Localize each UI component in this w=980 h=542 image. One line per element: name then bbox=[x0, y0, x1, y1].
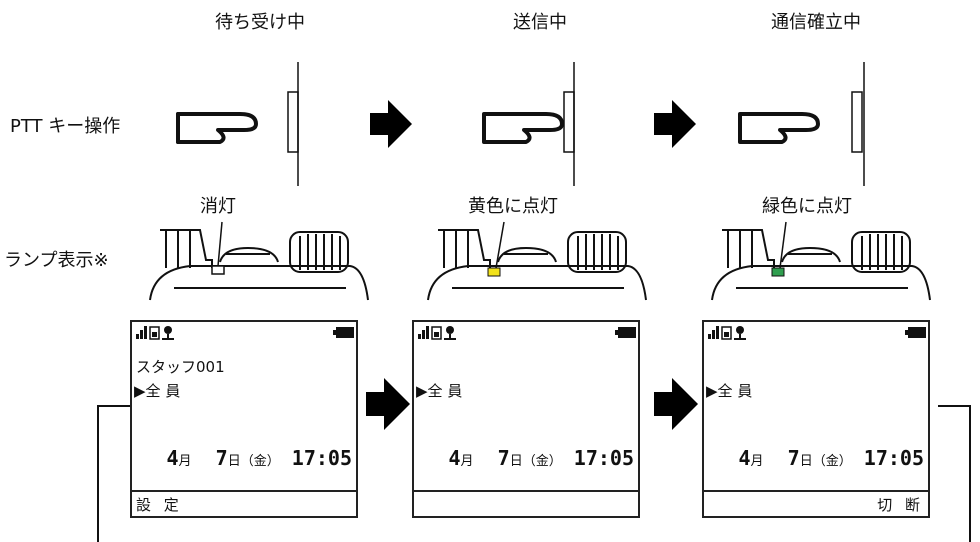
battery-icon bbox=[905, 327, 926, 338]
status-bar bbox=[418, 326, 636, 340]
pointer-icon: ▶ bbox=[416, 382, 428, 400]
lamp-label-green: 緑色に点灯 bbox=[762, 196, 852, 217]
date-time: 4月 7日（金） 17:05 bbox=[738, 446, 925, 470]
soft-key-left[interactable]: 設 定 bbox=[136, 496, 183, 514]
talk-group: ▶全 員 bbox=[416, 382, 463, 400]
antenna-icon bbox=[444, 326, 456, 340]
row-label-ptt: PTT キー操作 bbox=[10, 116, 121, 137]
lock-icon bbox=[431, 326, 442, 340]
date-time: 4月 7日（金） 17:05 bbox=[166, 446, 353, 470]
signal-icon bbox=[708, 326, 719, 339]
arrow-right-icon bbox=[370, 100, 412, 148]
lamp-indicator-green bbox=[771, 267, 785, 277]
header-transmitting: 送信中 bbox=[513, 12, 567, 33]
soft-key-bar bbox=[414, 490, 638, 516]
lamp-label-yellow: 黄色に点灯 bbox=[468, 196, 558, 217]
lock-icon bbox=[721, 326, 732, 340]
lamp-indicator-off bbox=[211, 265, 225, 275]
soft-key-bar: 切 断 bbox=[704, 490, 928, 516]
user-name: スタッフ001 bbox=[136, 358, 225, 376]
status-bar bbox=[708, 326, 926, 340]
signal-icon bbox=[136, 326, 147, 339]
signal-icon bbox=[418, 326, 429, 339]
battery-icon bbox=[615, 327, 636, 338]
lamp-label-off: 消灯 bbox=[200, 196, 236, 217]
ptt-key-icon bbox=[851, 62, 865, 186]
talk-group: ▶全 員 bbox=[706, 382, 753, 400]
arrow-right-icon bbox=[654, 100, 696, 148]
header-standby: 待ち受け中 bbox=[215, 12, 305, 33]
battery-icon bbox=[333, 327, 354, 338]
lcd-screen-transmitting: ▶全 員 4月 7日（金） 17:05 bbox=[412, 320, 640, 518]
pointer-icon: ▶ bbox=[134, 382, 146, 400]
hand-icon bbox=[482, 112, 564, 144]
radio-top-illustration bbox=[711, 229, 931, 301]
date-time: 4月 7日（金） 17:05 bbox=[448, 446, 635, 470]
pointer-icon: ▶ bbox=[706, 382, 718, 400]
bracket-left bbox=[97, 405, 132, 542]
lock-icon bbox=[149, 326, 160, 340]
arrow-right-icon bbox=[366, 378, 410, 430]
ptt-key-icon bbox=[563, 62, 575, 186]
header-connected: 通信確立中 bbox=[771, 12, 861, 33]
bracket-right bbox=[938, 405, 971, 542]
lcd-screen-connected: ▶全 員 4月 7日（金） 17:05 切 断 bbox=[702, 320, 930, 518]
hand-icon bbox=[176, 112, 258, 144]
lcd-screen-standby: スタッフ001 ▶全 員 4月 7日（金） 17:05 設 定 bbox=[130, 320, 358, 518]
arrow-right-icon bbox=[654, 378, 698, 430]
lamp-indicator-yellow bbox=[487, 267, 501, 277]
soft-key-right[interactable]: 切 断 bbox=[877, 496, 924, 514]
row-label-lamp: ランプ表示※ bbox=[4, 250, 109, 271]
antenna-icon bbox=[162, 326, 174, 340]
soft-key-bar: 設 定 bbox=[132, 490, 356, 516]
status-bar bbox=[136, 326, 354, 340]
talk-group: ▶全 員 bbox=[134, 382, 181, 400]
hand-icon bbox=[738, 112, 820, 144]
ptt-key-icon bbox=[287, 62, 299, 186]
antenna-icon bbox=[734, 326, 746, 340]
radio-top-illustration bbox=[149, 229, 369, 301]
radio-top-illustration bbox=[427, 229, 647, 301]
